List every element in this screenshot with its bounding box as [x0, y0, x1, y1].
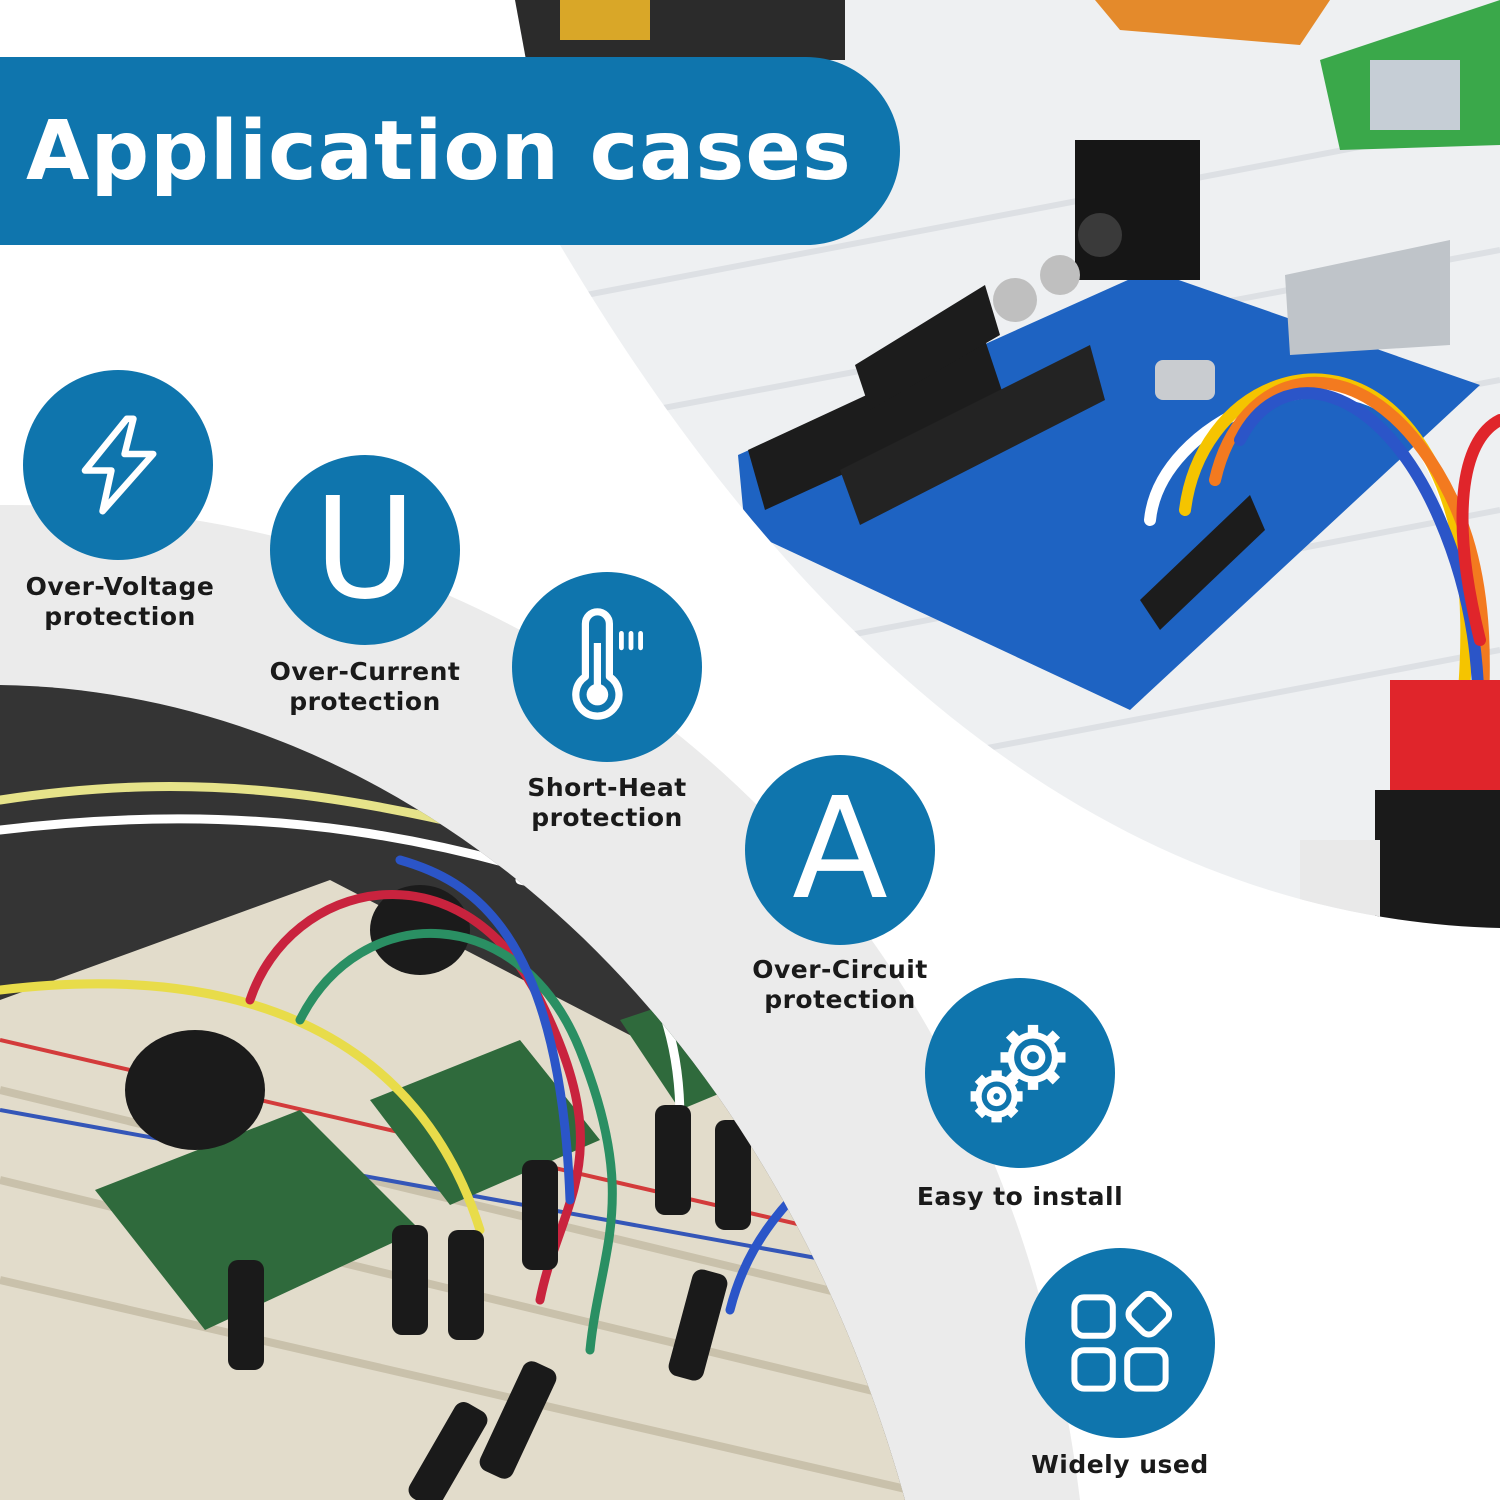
lightning-badge: [23, 370, 213, 560]
letter-u-badge: U: [270, 455, 460, 645]
apps-grid-icon: [1071, 1290, 1173, 1392]
letter-a-badge: A: [745, 755, 935, 945]
feature-label: Widely used: [1031, 1450, 1209, 1479]
feature-label: Easy to install: [916, 1182, 1124, 1211]
apps-grid-badge: [1025, 1248, 1215, 1438]
lightning-icon: [81, 415, 157, 515]
title-banner: Application cases: [0, 57, 900, 245]
thermometer-badge: [512, 572, 702, 762]
gears-icon: [970, 1024, 1066, 1123]
gears-badge: [925, 978, 1115, 1168]
grey-arc: [0, 504, 1080, 1500]
page-title: Application cases: [26, 103, 852, 199]
letter-u-icon: U: [313, 468, 417, 631]
letter-a-icon: A: [792, 768, 888, 931]
thermometer-icon: [572, 608, 643, 720]
